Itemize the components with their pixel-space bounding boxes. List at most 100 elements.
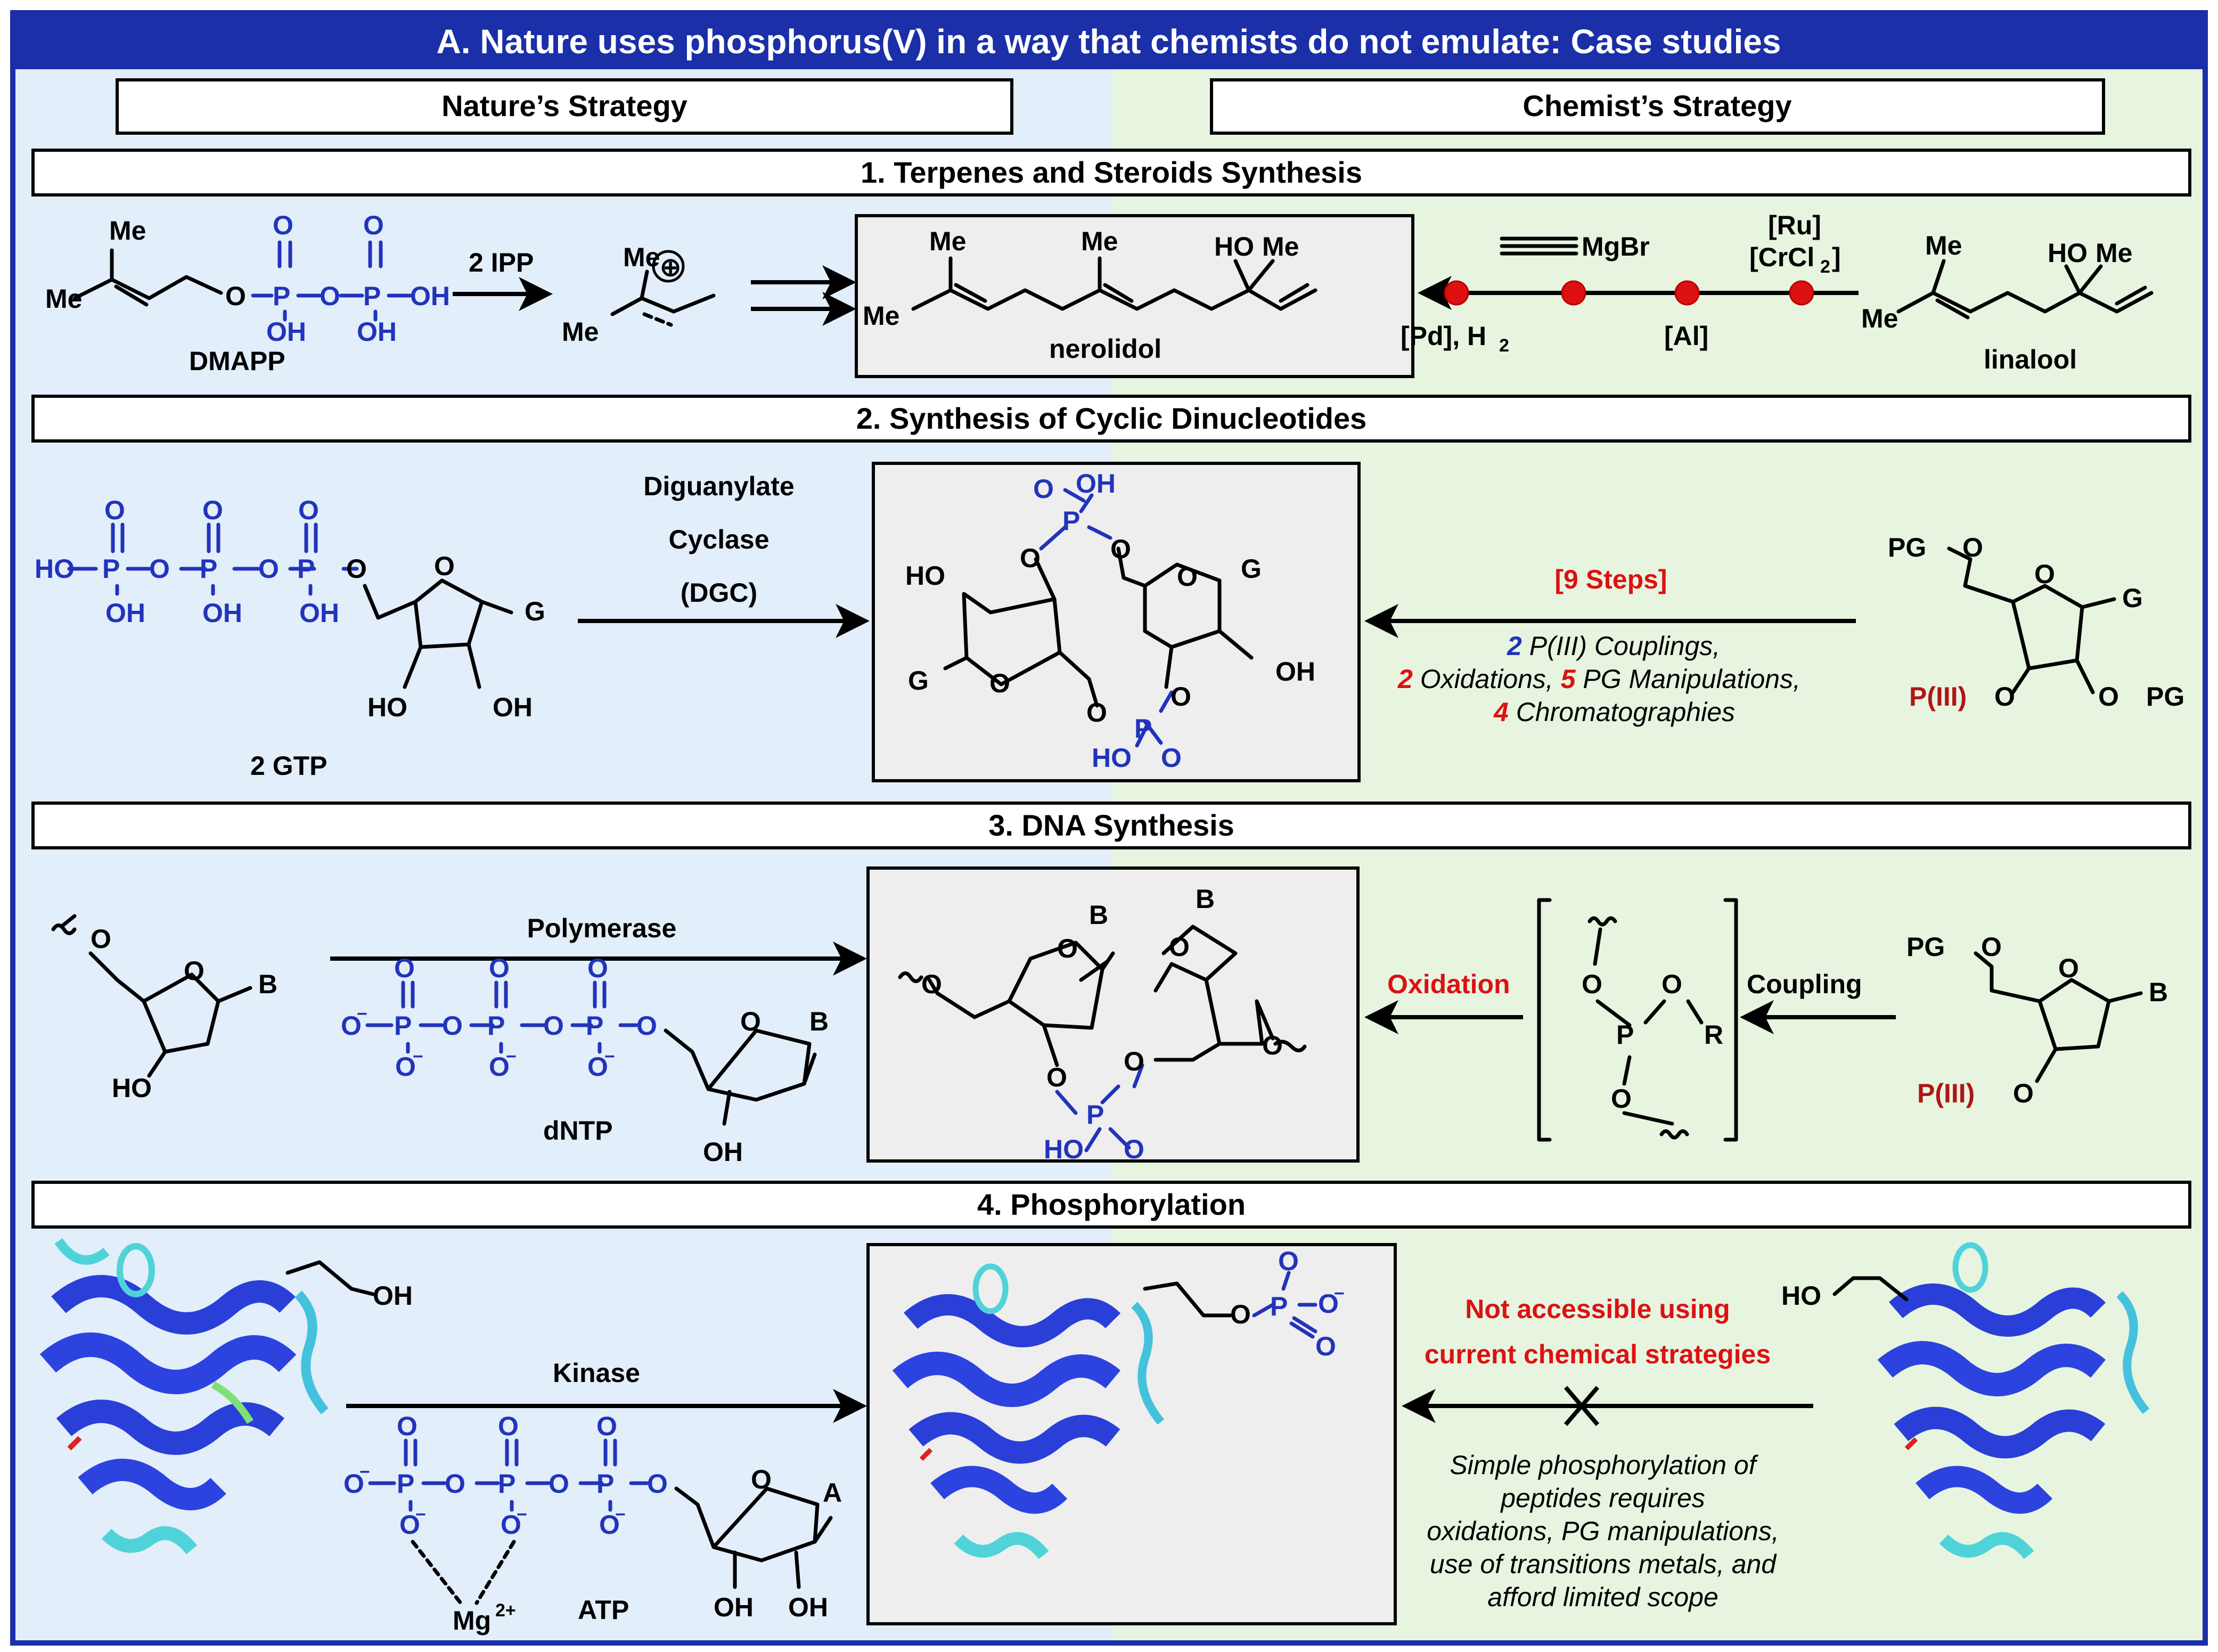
structure-stroke	[2064, 264, 2082, 295]
chem-label: P	[394, 1011, 412, 1041]
chem-label: O	[1177, 562, 1198, 592]
chem-label: 2 Oxidations, 5 PG Manipulations,	[1397, 664, 1800, 694]
structure-stroke	[403, 600, 513, 689]
chem-label: O	[1582, 969, 1602, 999]
chem-label: O	[647, 1469, 668, 1499]
chem-label: G	[525, 596, 545, 626]
chem-label: Mg	[453, 1606, 491, 1635]
text-span: 2	[1507, 631, 1522, 661]
chem-label: O	[1262, 1031, 1283, 1060]
chem-label: O	[2013, 1078, 2034, 1108]
structure-stroke	[114, 284, 149, 307]
chem-label: −	[517, 1504, 527, 1525]
chem-label: OH	[714, 1592, 754, 1622]
route-step-3	[1674, 280, 1700, 306]
dntp-structure: O − P O P O P O O O O O − O − O − O B OH…	[341, 953, 829, 1167]
structure-stroke	[1935, 285, 2147, 320]
gtp-structure: HO P O P O P O O O OH OH OH O O G HO OH …	[35, 495, 545, 781]
structure-stroke	[640, 269, 649, 300]
structure-stroke	[898, 941, 1104, 1030]
chem-label: O	[1020, 543, 1041, 573]
structure-stroke	[1916, 1466, 2053, 1514]
chem-label: O	[921, 969, 942, 999]
chem-label: oxidations, PG manipulations,	[1427, 1516, 1779, 1546]
chem-label: P	[1134, 714, 1152, 743]
protected-guanosine: PG O O G P(III) O O PG	[1888, 533, 2184, 711]
chem-label: P(III)	[1917, 1078, 1975, 1108]
chem-label: P	[363, 281, 381, 311]
chem-label: 4 Chromatographies	[1493, 697, 1735, 727]
chem-label: −	[413, 1046, 423, 1067]
section2-title: 2. Synthesis of Cyclic Dinucleotides	[856, 402, 1367, 435]
chem-label: HO	[112, 1073, 152, 1103]
gtp-label: 2 GTP	[250, 751, 327, 781]
chem-label: O	[397, 1411, 418, 1441]
chem-label: O	[1994, 682, 2015, 711]
structure-stroke	[1537, 898, 1738, 1142]
section3-title: 3. DNA Synthesis	[988, 808, 1234, 842]
structure-stroke	[642, 312, 673, 327]
structure-stroke	[2077, 264, 2103, 295]
chem-label: −	[1334, 1283, 1345, 1304]
chem-label: HO	[1214, 232, 1254, 261]
structure-stroke	[903, 1294, 1121, 1347]
chem-label: O	[225, 281, 246, 311]
chem-label: Simple phosphorylation of	[1450, 1450, 1758, 1480]
chem-label: O	[549, 1469, 569, 1499]
chem-label: O	[1086, 698, 1107, 727]
chem-label: −	[359, 1462, 370, 1482]
chem-label: O	[2034, 559, 2055, 589]
cdn-box	[872, 462, 1361, 782]
structure-stroke	[1947, 546, 2084, 670]
section4-title: 4. Phosphorylation	[977, 1188, 1246, 1221]
nerolidol-label: nerolidol	[1049, 334, 1161, 364]
chem-label: P	[102, 554, 120, 584]
chem-label: Me	[1861, 304, 1898, 333]
chem-label: O	[501, 1510, 521, 1540]
chem-label: P	[487, 1011, 505, 1041]
chem-label: O	[1962, 533, 1983, 562]
nature-strategy-box	[116, 78, 1013, 135]
structure-stroke	[1931, 259, 1946, 295]
chem-label: O	[1230, 1299, 1251, 1329]
chem-label: O	[91, 924, 111, 954]
chem-label: Cyclase	[668, 525, 769, 554]
structure-stroke	[67, 1436, 82, 1451]
chem-label: peptides requires	[1500, 1483, 1705, 1513]
not-accessible-line2: current chemical strategies	[1425, 1339, 1771, 1369]
chem-label: HO	[1092, 743, 1132, 773]
structure-stroke	[1153, 925, 1307, 1062]
structure-stroke	[1131, 1302, 1165, 1425]
chem-label: Me	[929, 226, 966, 256]
chem-label: O	[346, 554, 367, 584]
protein-ribbon-product	[892, 1263, 1165, 1559]
ipp-label: 2 IPP	[469, 248, 534, 277]
section2-bar	[31, 395, 2191, 443]
structure-stroke	[117, 1243, 155, 1297]
section3-bar	[31, 802, 2191, 849]
chem-label: O	[320, 281, 340, 311]
chem-label: B	[809, 1007, 829, 1036]
not-accessible-line1: Not accessible using	[1465, 1294, 1730, 1324]
chem-label: O	[298, 495, 319, 525]
chem-label: Diguanylate	[643, 471, 794, 501]
structure-stroke	[39, 1332, 297, 1394]
structure-stroke	[59, 914, 220, 1054]
cross-mark	[1564, 1386, 1600, 1426]
chem-label: O	[489, 953, 510, 983]
chem-label: O	[1171, 682, 1191, 711]
chem-label: B	[1089, 900, 1108, 930]
chem-label: O	[2058, 953, 2079, 983]
title-bar	[13, 13, 2205, 69]
chem-label: PG	[2146, 682, 2184, 711]
chem-label: O	[636, 1011, 657, 1041]
cyclic-dinucleotide: P O OH P HO O O O O O O O G G HO OH	[905, 469, 1315, 773]
route-step-2	[1561, 280, 1586, 306]
text-span: Oxidations,	[1413, 664, 1561, 694]
structure-stroke	[1587, 916, 1617, 927]
chem-label: HO	[367, 692, 407, 722]
allyl-cation: Me Me ⊕	[562, 242, 716, 347]
figure-title: A. Nature uses phosphorus(V) in a way th…	[437, 22, 1781, 61]
dna-dimer: O B O O B O O O P HO O	[898, 884, 1307, 1164]
